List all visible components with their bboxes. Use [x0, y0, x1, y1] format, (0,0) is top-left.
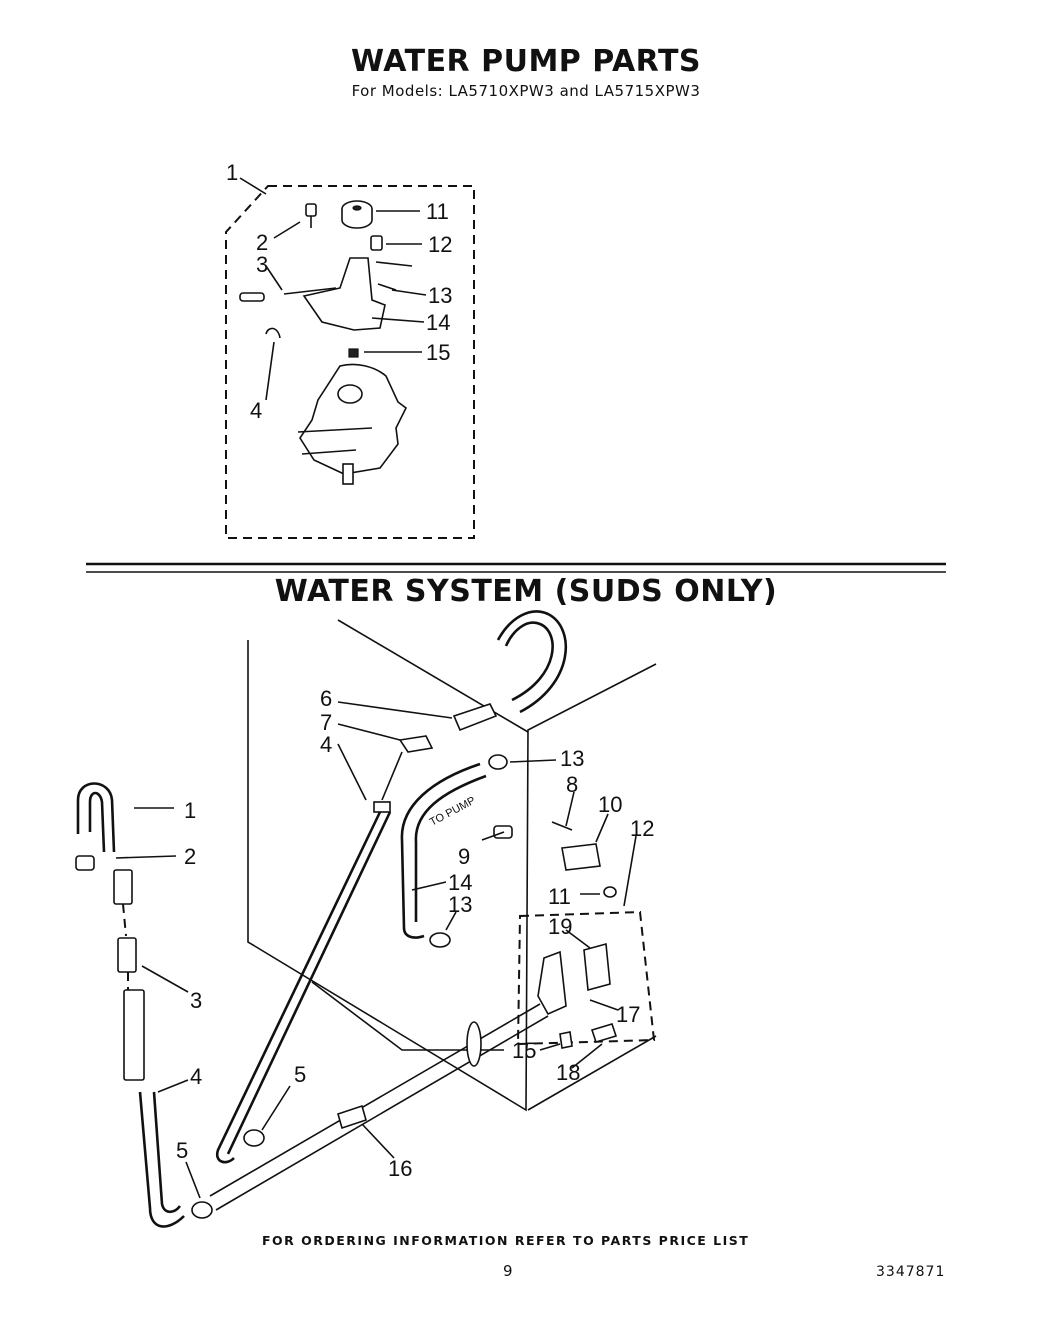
pump-callout-3: 3: [256, 252, 268, 277]
left-callout-5: 5: [176, 1138, 188, 1163]
models-subtitle: For Models: LA5710XPW3 and LA5715XPW3: [351, 82, 701, 100]
left-callout-2: 2: [184, 844, 196, 869]
callout-5-main: 5: [294, 1062, 306, 1087]
water-system-group: [75, 610, 657, 1228]
pump-housing-lower: [299, 363, 408, 475]
pump-callout-15: 15: [426, 340, 450, 365]
hose-piece: [239, 292, 265, 302]
grommet-part: [466, 1021, 482, 1067]
hose-part-6: [452, 703, 498, 732]
callout-9: 9: [458, 844, 470, 869]
section-title-water-system: WATER SYSTEM (SUDS ONLY): [274, 574, 778, 609]
pump-housing-upper: [302, 257, 386, 331]
callout-16: 16: [388, 1156, 412, 1181]
callout-7: 7: [320, 710, 332, 735]
page-number: 9: [503, 1262, 513, 1280]
cabinet-outline: [247, 640, 657, 1112]
callout-19: 19: [548, 914, 572, 939]
pump-callout-12: 12: [428, 232, 452, 257]
pump-callout-11: 11: [426, 199, 449, 224]
callout-13-upper: 13: [560, 746, 584, 771]
bolt-part: [305, 203, 317, 217]
pump-dashed-frame: [225, 185, 475, 539]
callout-10: 10: [598, 792, 622, 817]
to-pump-label: TO PUMP: [428, 795, 478, 829]
pump-callout-1: 1: [226, 160, 238, 185]
page-title: WATER PUMP PARTS: [350, 44, 702, 79]
callout-11: 11: [548, 884, 571, 909]
callout-12: 12: [630, 816, 654, 841]
left-u-hose: [76, 782, 116, 853]
pump-callout-4: 4: [250, 398, 262, 423]
valve-dashed-frame: [516, 910, 656, 1046]
left-callout-3: 3: [190, 988, 202, 1013]
pump-callout-14: 14: [426, 310, 450, 335]
solenoid-part: [561, 843, 601, 871]
document-number: 3347871: [876, 1264, 946, 1280]
pump-assembly-group: [225, 177, 475, 539]
callout-18: 18: [556, 1060, 580, 1085]
ordering-note: FOR ORDERING INFORMATION REFER TO PARTS …: [262, 1233, 750, 1248]
callout-14: 14: [448, 870, 472, 895]
top-u-hose: [504, 621, 554, 702]
valve-body: [537, 950, 567, 1016]
pump-callout-13: 13: [428, 283, 452, 308]
left-callout-1: 1: [184, 798, 196, 823]
callout-15: 15: [512, 1038, 536, 1063]
to-pump-hose: [400, 762, 481, 939]
callout-6: 6: [320, 686, 332, 711]
callout-4-main: 4: [320, 732, 332, 757]
pulley-body: [341, 209, 373, 229]
callout-8: 8: [566, 772, 578, 797]
callout-17: 17: [616, 1002, 640, 1027]
pump-callout-2: 2: [256, 230, 268, 255]
callout-13-lower: 13: [448, 892, 472, 917]
valve-plate: [583, 942, 611, 992]
clip-part: [370, 235, 383, 251]
left-callout-4: 4: [190, 1064, 202, 1089]
